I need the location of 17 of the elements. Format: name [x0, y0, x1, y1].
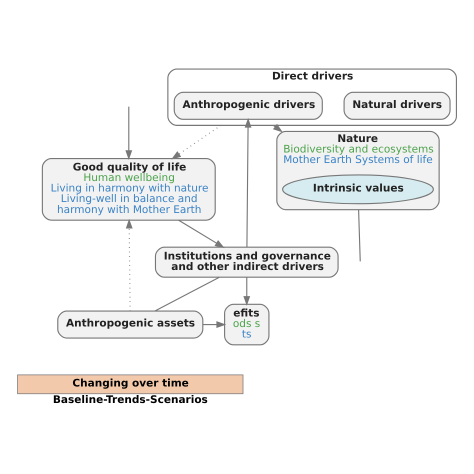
- node-box: Anthropogenic assets: [57, 310, 204, 339]
- node-ellipse: Intrinsic values: [282, 174, 434, 204]
- node-box: Institutions and governance and other indirect drivers: [154, 246, 339, 278]
- node-label: Baseline-Trends-Scenarios: [52, 394, 208, 406]
- connector: [358, 210, 361, 262]
- arrow: [243, 277, 250, 306]
- node-box: efits ods s ts: [224, 304, 270, 346]
- arrow: [202, 321, 226, 328]
- arrow: [125, 106, 132, 160]
- arrow: [126, 218, 133, 311]
- arrow: [178, 220, 225, 248]
- connector: [154, 276, 220, 312]
- arrow: [171, 124, 222, 160]
- node-box: Natural drivers: [344, 92, 451, 120]
- node-box: Good quality of life Human wellbeing Living in harmony with nature Living-well in balance and harmony with Mother Earth: [42, 158, 216, 221]
- arrow: [244, 118, 252, 248]
- node-box: Anthropogenic drivers: [174, 92, 323, 120]
